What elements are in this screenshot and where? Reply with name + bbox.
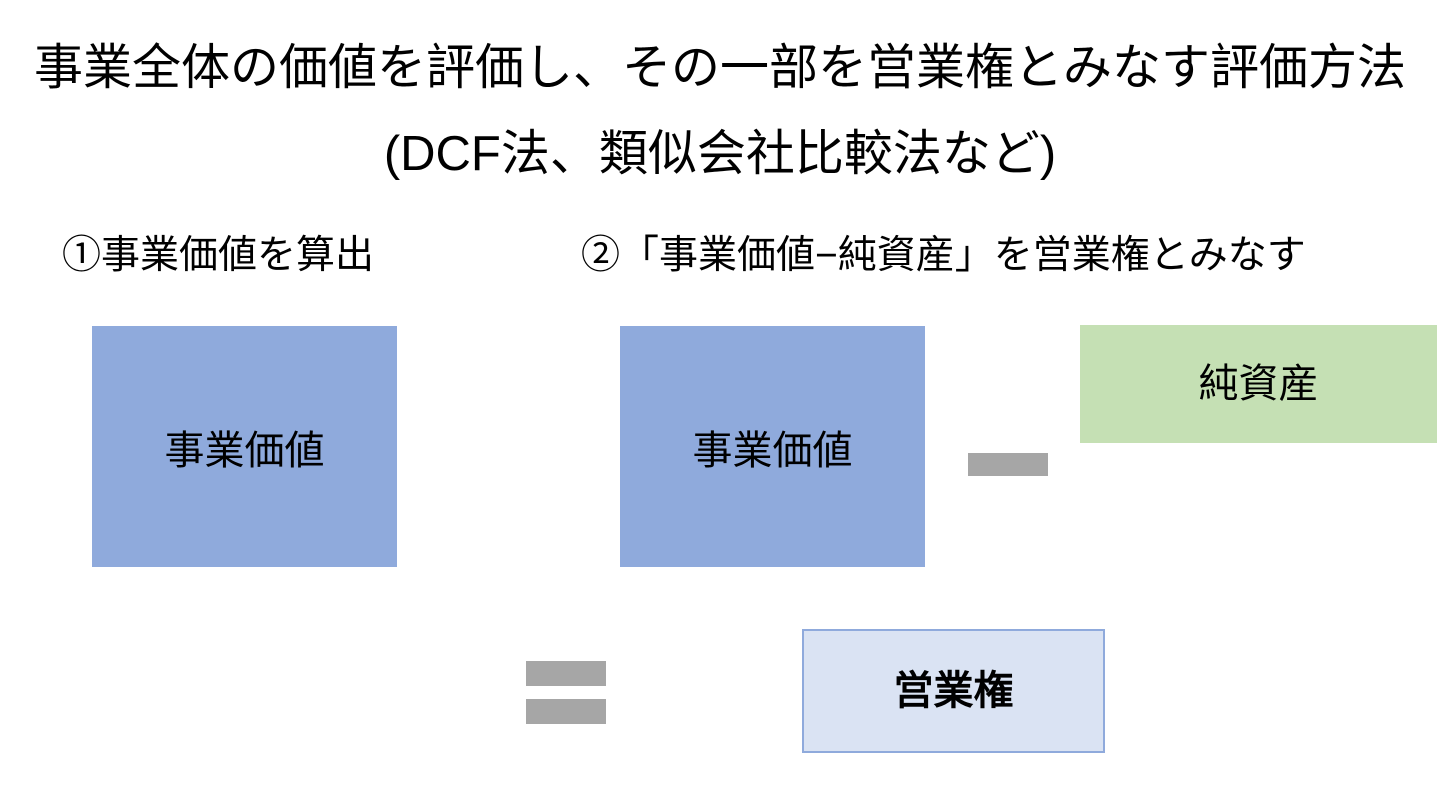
goodwill-box: 営業権	[802, 629, 1105, 753]
minus-operator-icon	[968, 453, 1048, 476]
business-value-box-left: 事業価値	[92, 326, 397, 567]
business-value-label-right: 事業価値	[692, 428, 853, 473]
equals-operator-icon	[526, 661, 606, 725]
net-assets-label: 純資産	[1198, 362, 1319, 406]
business-value-label-left: 事業価値	[164, 428, 325, 473]
equals-bar-top	[526, 661, 606, 686]
step1-label: ①事業価値を算出	[62, 234, 375, 277]
equals-bar-bottom	[526, 699, 606, 724]
page-title: 事業全体の価値を評価し、その一部を営業権とみなす評価方法	[33, 41, 1406, 95]
business-value-box-right: 事業価値	[620, 326, 925, 567]
goodwill-label: 営業権	[893, 669, 1014, 713]
net-assets-box: 純資産	[1080, 325, 1437, 443]
page-subtitle: (DCF法、類似会社比較法など)	[383, 127, 1057, 181]
step2-label: ②「事業価値−純資産」を営業権とみなす	[581, 234, 1306, 277]
